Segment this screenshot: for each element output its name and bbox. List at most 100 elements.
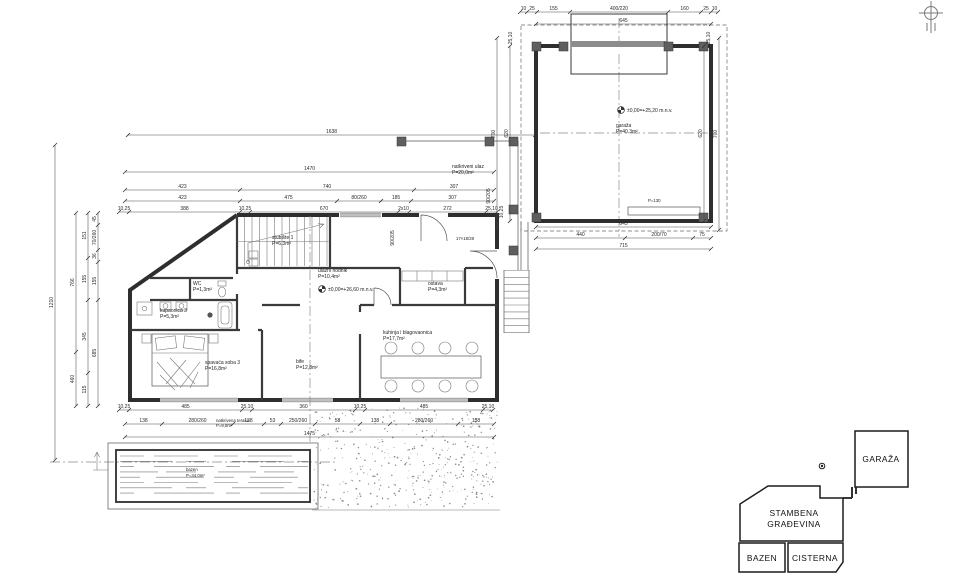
room-label-wc: WC: [193, 281, 202, 287]
dim-text: 700: [491, 130, 497, 139]
dim-text: 45: [92, 216, 98, 222]
dim-text: 160: [680, 6, 689, 12]
bathroom-fixtures: [136, 280, 233, 329]
dim-text: 1638: [326, 129, 337, 135]
dim-text: 10: [521, 6, 527, 12]
dim-text: 138: [371, 418, 380, 424]
dim-text: 36: [92, 253, 98, 259]
dim-text: 115: [82, 385, 88, 393]
porch: [396, 136, 519, 270]
dim-text: 138: [139, 418, 148, 424]
room-area-hodnik: P=10,4m²: [318, 274, 340, 280]
legend-bazen-box: [738, 542, 786, 573]
dim-text: 10,25: [118, 206, 131, 212]
room-label-stubiste: stubište 1: [272, 235, 294, 241]
exterior-stair: [503, 222, 530, 333]
porch-column: [508, 245, 519, 256]
legend-garaza-box: [854, 430, 909, 488]
dim-text: 10: [712, 6, 718, 12]
dim-text: 423: [178, 195, 187, 201]
room-label-hodnik: ulazni hodnik: [318, 268, 348, 274]
legend-stambena-shape: [739, 485, 844, 542]
dim-text: 645: [619, 221, 628, 227]
dim-text: 25: [529, 6, 535, 12]
room-label-terasa: natkrivena terasa: [216, 418, 250, 423]
room-area-spavaca: P=16,8m²: [205, 366, 227, 372]
door-dim: 90/205: [486, 188, 492, 204]
dim-text: 388: [180, 206, 189, 212]
level-benchmark-icon: [617, 106, 625, 114]
room-area-ostava: P=4,3m²: [428, 287, 447, 293]
pool: [93, 442, 319, 510]
dim-text: 10,25: [118, 404, 131, 410]
dim-text: 138: [244, 418, 253, 424]
garage-side-small-dim: 25,10: [706, 32, 712, 45]
dim-text: 185: [392, 195, 401, 201]
dim-text: 250/260: [289, 418, 307, 424]
dim-text: 155: [92, 277, 98, 286]
dim-text: 460: [70, 375, 76, 384]
dim-text: 345: [82, 332, 88, 341]
site-legend: GARAŽA STAMBENA GRAĐEVINA BAZEN CISTERNA: [738, 430, 909, 573]
dim-text: 75: [699, 232, 705, 238]
level-benchmark-icon: [318, 285, 326, 293]
dim-text: 475: [284, 195, 293, 201]
dim-text: 485: [181, 404, 190, 410]
dim-text: 10,25: [239, 206, 252, 212]
dim-text: 1210: [49, 297, 55, 308]
room-area-kuhinja: P=17,7m²: [383, 336, 405, 342]
legend-label-stambena-2: GRAĐEVINA: [767, 519, 820, 529]
room-area-kupaonica: P=5,3m²: [160, 314, 179, 320]
bed: [141, 333, 219, 391]
dim-text: 58: [335, 418, 341, 424]
dim-text: 423: [178, 184, 187, 190]
dim-text: 80/260: [351, 195, 367, 201]
floor-drain: [207, 312, 213, 318]
room-label-kupaonica: kupaonica 3: [160, 308, 187, 314]
rotated-dim-texts: 90/205 90/205 10,25 25,10 25,10: [390, 32, 712, 246]
ostava-shelves: [401, 270, 464, 282]
room-label-spavaca: spavaća soba 3: [205, 360, 240, 366]
dim-text: 670: [320, 206, 329, 212]
pool-basin: [115, 449, 311, 503]
porch-column: [396, 136, 407, 147]
room-labels: stubište 1 P=6,3m² WC P=1,3m² kupaonica …: [160, 123, 661, 478]
level-markers: ±0,00=+26,60 m.n.v. ±0,00=+25,20 m.n.v.: [318, 106, 672, 293]
porch-column: [508, 136, 519, 147]
dim-text: 620: [698, 129, 704, 138]
room-area-bife: P=12,8m²: [296, 365, 318, 371]
dim-text: 700: [713, 130, 719, 139]
main-staircase: [237, 217, 330, 267]
dining-table-chairs: [380, 341, 482, 393]
legend-label-garaza: GARAŽA: [862, 454, 899, 464]
windows: [160, 212, 468, 403]
room-area-wc: P=1,3m²: [193, 287, 212, 293]
porch-column: [508, 204, 519, 215]
legend-label-cisterna: CISTERNA: [792, 553, 838, 563]
level-main: ±0,00=+26,60 m.n.v.: [328, 287, 373, 293]
dim-text: 70/260: [92, 230, 98, 246]
parapet-annotation: P=130: [648, 198, 661, 203]
dim-text: 1475: [304, 431, 315, 437]
dim-text: 620: [504, 129, 510, 138]
stair-annotation: 17×18/28: [456, 236, 475, 241]
dim-text: 307: [450, 184, 459, 190]
room-label-natkriveni: natkriveni ulaz: [452, 164, 484, 170]
dim-text: 155: [549, 6, 558, 12]
dim-text: 200/70: [651, 232, 667, 238]
dim-text: 440: [576, 232, 585, 238]
dim-text: 307: [448, 195, 457, 201]
room-area-stubiste: P=6,3m²: [272, 241, 291, 247]
dim-text: 740: [323, 184, 332, 190]
porch-column: [484, 136, 495, 147]
room-label-bazen: bazen: [186, 467, 198, 472]
north-arrow-icon: [919, 1, 943, 33]
dim-text: 25,10: [485, 206, 498, 212]
legend-label-stambena-1: STAMBENA: [769, 508, 818, 518]
door-dim: 90/205: [390, 230, 396, 246]
dim-text: 272: [443, 206, 452, 212]
room-area-garaza: P=40,3m²: [616, 129, 638, 135]
right-small-dim: 10,25: [499, 206, 505, 219]
